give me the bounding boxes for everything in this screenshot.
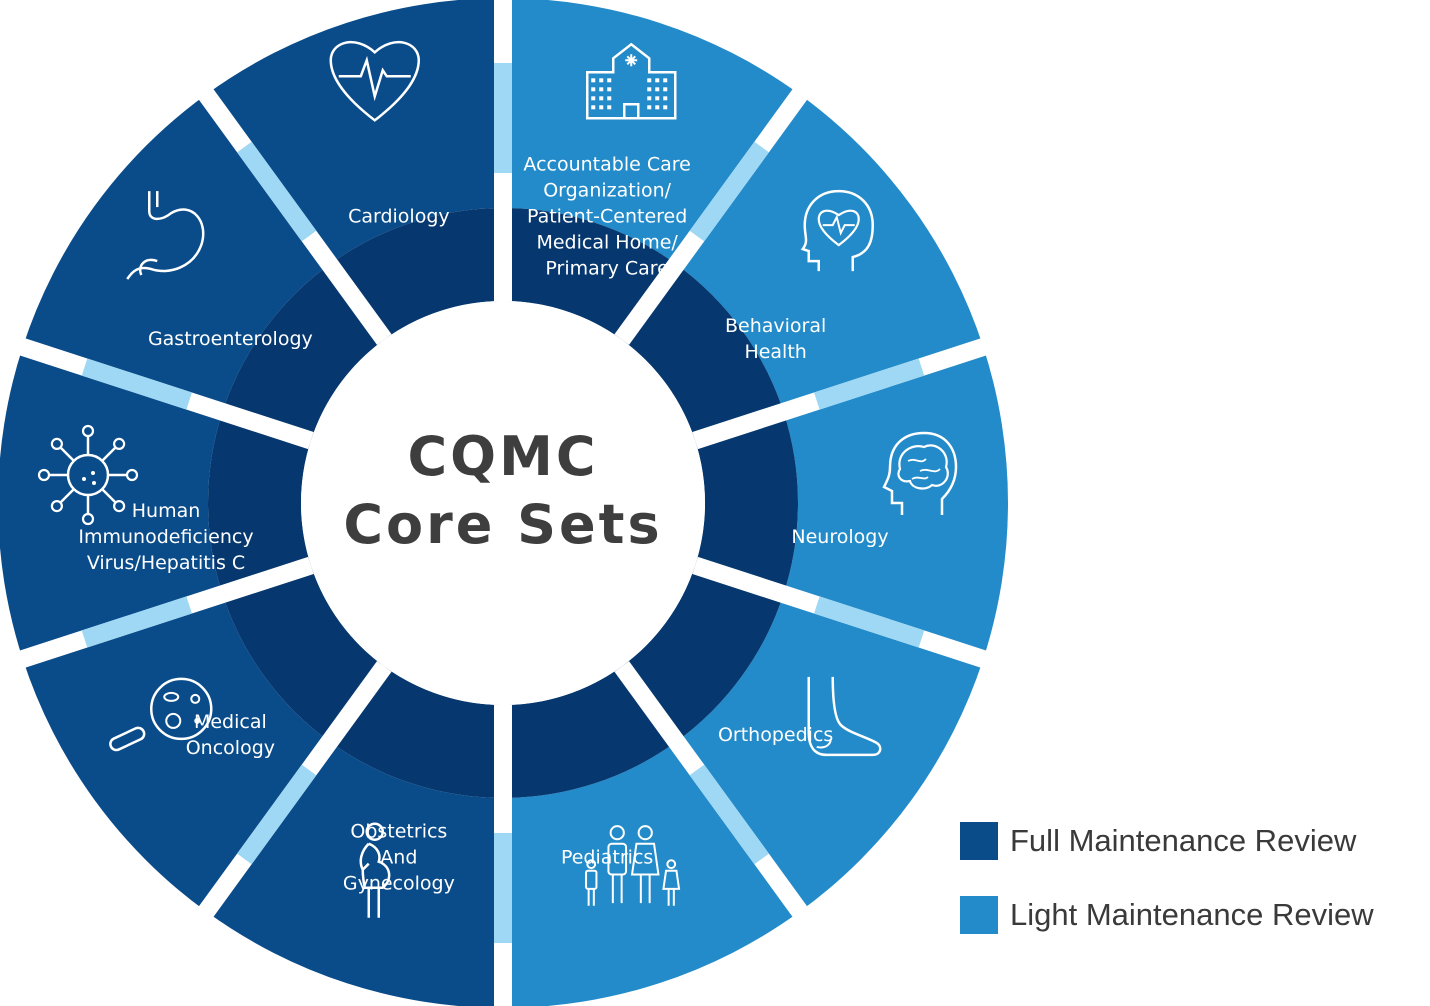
segment-label-line: Oncology: [186, 737, 275, 759]
segment-gap-accent: [81, 596, 192, 648]
segment-label-line: Human: [132, 500, 201, 522]
brain-head-icon: [882, 431, 958, 515]
center-title-line1: CQMC: [408, 425, 599, 488]
segment-label-line: Gynecology: [343, 873, 455, 895]
segment-inner-ring: [329, 208, 503, 340]
family-icon: [585, 825, 681, 906]
segment-wedge: [503, 0, 800, 265]
hospital-icon: [585, 42, 677, 120]
segment-label-line: Gastroenterology: [148, 328, 313, 350]
segment-label-line: Behavioral: [725, 315, 826, 337]
head-heartbeat-icon: [800, 189, 874, 272]
segment-gap-accent: [237, 764, 317, 865]
legend-swatch-light: [960, 896, 998, 934]
segment-cardiology: Cardiology: [206, 0, 503, 340]
legend-item-light: Light Maintenance Review: [960, 896, 1374, 934]
segment-label-line: Immunodeficiency: [78, 526, 253, 548]
segment-inner-ring: [208, 411, 311, 595]
segment-label-line: Obstetrics: [350, 821, 447, 843]
segment-gap-accent: [237, 141, 317, 242]
segment-wedge: [206, 741, 503, 1006]
segment-gap-accent: [81, 358, 192, 410]
segment-label-line: Virus/Hepatitis C: [87, 552, 245, 574]
segment-label-line: Cardiology: [348, 205, 450, 227]
segment-neurology: Neurology: [695, 346, 1009, 660]
segment-label-line: Patient-Centered: [527, 205, 687, 227]
legend-item-full: Full Maintenance Review: [960, 822, 1356, 860]
segment-inner-ring: [695, 411, 798, 595]
foot-icon: [807, 676, 882, 757]
segment-label-line: Medical: [194, 711, 267, 733]
virus-icon: [37, 424, 139, 526]
segment-gaps: [18, 0, 988, 1006]
segment-label-line: Orthopedics: [718, 724, 833, 746]
magnifier-cells-icon: [109, 677, 213, 752]
segment-gap-accent: [814, 596, 925, 648]
segment-pediatrics: Pediatrics: [503, 666, 800, 1006]
segment-inner-ring: [621, 264, 784, 441]
segment-wedge: [206, 0, 503, 265]
legend-swatch-full: [960, 822, 998, 860]
stomach-icon: [126, 191, 205, 280]
heart-pulse-icon: [329, 41, 421, 122]
pregnant-woman-icon: [359, 822, 391, 918]
segment-gap-accent: [814, 358, 925, 410]
segment-label-line: And: [380, 847, 417, 869]
segment-label-line: Neurology: [791, 526, 888, 548]
segment-label-line: Pediatrics: [561, 847, 653, 869]
legend-label-light: Light Maintenance Review: [1010, 897, 1374, 932]
segment-label-line: Health: [744, 341, 806, 363]
segment-gap-accent: [689, 764, 769, 865]
center-title-line2: Core Sets: [343, 493, 662, 556]
segment-inner-ring: [621, 565, 784, 742]
segment-inner-ring: [503, 666, 677, 799]
segment-label-line: Organization/: [543, 179, 671, 201]
segment-inner-ring: [329, 666, 503, 798]
segment-inner-ring: [222, 565, 385, 742]
segment-gap-accent: [689, 141, 769, 242]
segment-wedge: [0, 346, 223, 660]
segment-inner-ring: [222, 264, 385, 441]
segment-label-line: Primary Care: [545, 257, 668, 279]
center-disc: [301, 301, 705, 705]
segment-label-line: Medical Home/: [536, 231, 678, 253]
segment-inner-ring: [503, 208, 677, 340]
legend-label-full: Full Maintenance Review: [1010, 823, 1357, 858]
segment-accountable-care: Accountable CareOrganization/Patient-Cen…: [503, 0, 800, 340]
segment-label-line: Accountable Care: [523, 153, 690, 175]
